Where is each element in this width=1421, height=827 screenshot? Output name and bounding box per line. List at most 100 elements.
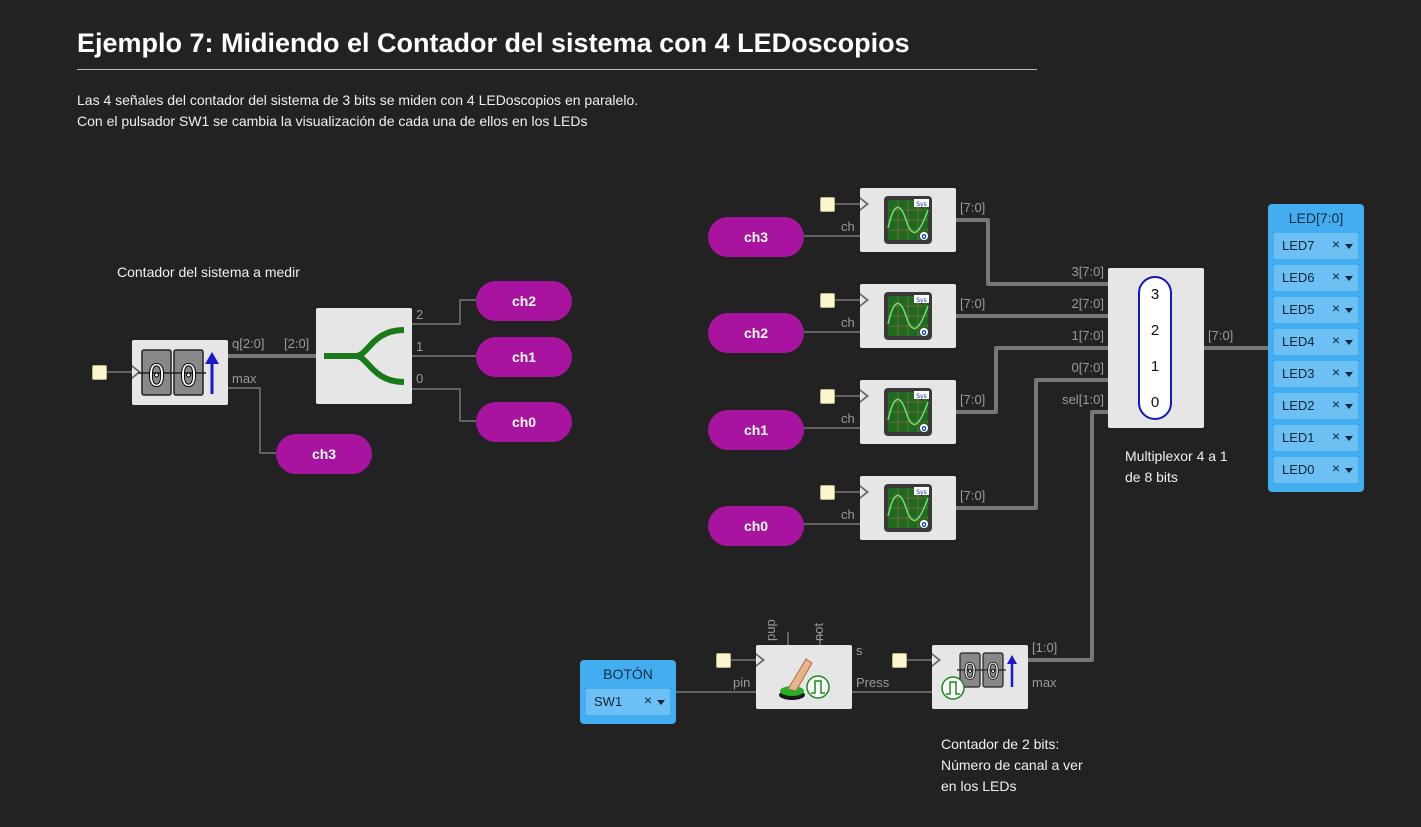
button-input-panel[interactable]: BOTÓN SW1× bbox=[580, 660, 676, 724]
led-item-label: LED0 bbox=[1282, 462, 1315, 477]
clock-constant-counter2[interactable] bbox=[892, 653, 907, 668]
clock-constant-sys[interactable] bbox=[92, 365, 107, 380]
channel-tag-ch0[interactable]: ch0 bbox=[476, 402, 572, 442]
label-max: max bbox=[232, 371, 257, 386]
wire-split-0[interactable] bbox=[412, 388, 476, 422]
system-counter-block[interactable]: 0 0 bbox=[132, 340, 228, 405]
remove-icon[interactable]: × bbox=[1331, 396, 1340, 412]
mux-input-0: 0 bbox=[1150, 394, 1160, 411]
remove-icon[interactable]: × bbox=[643, 692, 652, 708]
channel-tag-ch1[interactable]: ch1 bbox=[476, 337, 572, 377]
clock-input-icon bbox=[756, 653, 765, 667]
clock-constant-scope2[interactable] bbox=[820, 293, 835, 308]
label-split-2: 2 bbox=[416, 307, 423, 322]
wire-bus-0[interactable] bbox=[956, 378, 1108, 510]
remove-icon[interactable]: × bbox=[1331, 236, 1340, 252]
chevron-down-icon[interactable] bbox=[1345, 340, 1353, 345]
chevron-down-icon[interactable] bbox=[657, 700, 665, 705]
oscilloscope-icon: Sys 0 bbox=[884, 484, 932, 532]
multiplexer-block[interactable]: 3 2 1 0 bbox=[1108, 268, 1204, 428]
scope-value: 0 bbox=[922, 521, 927, 529]
ledoscope-block-ch2[interactable]: Sys 0 bbox=[860, 284, 956, 348]
channel-tag-ch0-scope[interactable]: ch0 bbox=[708, 506, 804, 546]
led-item-5[interactable]: LED5× bbox=[1274, 297, 1358, 323]
remove-icon[interactable]: × bbox=[1331, 300, 1340, 316]
counter-icon: 0 0 bbox=[941, 652, 1017, 700]
led-item-4[interactable]: LED4 × bbox=[1274, 329, 1358, 355]
wire-split-2[interactable] bbox=[412, 299, 476, 325]
counter-digit-0: 0 bbox=[986, 660, 999, 685]
chevron-down-icon[interactable] bbox=[1345, 308, 1353, 313]
wire-sel[interactable] bbox=[1028, 410, 1108, 662]
chevron-down-icon[interactable] bbox=[1345, 244, 1353, 249]
label-scope2-out: [7:0] bbox=[960, 296, 985, 311]
led-item-7[interactable]: LED7× bbox=[1274, 233, 1358, 259]
counter-digit-1: 0 bbox=[963, 660, 976, 685]
scope-badge: Sys bbox=[916, 201, 927, 208]
scope-badge: Sys bbox=[916, 393, 927, 400]
splitter-block[interactable] bbox=[316, 308, 412, 404]
channel-counter-block[interactable]: 0 0 bbox=[932, 645, 1028, 709]
ledoscope-block-ch1[interactable]: Sys 0 bbox=[860, 380, 956, 444]
wire-bus-1[interactable] bbox=[956, 346, 1108, 414]
led-item-0[interactable]: LED0 × bbox=[1274, 457, 1358, 483]
led-item-label: LED6 bbox=[1282, 270, 1315, 285]
label-cnt2-max: max bbox=[1032, 675, 1057, 690]
channel-tag-ch1-scope[interactable]: ch1 bbox=[708, 410, 804, 450]
oscilloscope-icon: Sys 0 bbox=[884, 388, 932, 436]
led-item-2[interactable]: LED2× bbox=[1274, 393, 1358, 419]
button-block[interactable] bbox=[756, 645, 852, 709]
clock-constant-scope3[interactable] bbox=[820, 197, 835, 212]
chevron-down-icon[interactable] bbox=[1345, 372, 1353, 377]
chevron-down-icon[interactable] bbox=[1345, 276, 1353, 281]
counter2-caption: Contador de 2 bits: Número de canal a ve… bbox=[941, 734, 1083, 797]
scope-badge: Sys bbox=[916, 297, 927, 304]
channel-tag-ch2[interactable]: ch2 bbox=[476, 281, 572, 321]
clock-constant-scope1[interactable] bbox=[820, 389, 835, 404]
wire-max[interactable] bbox=[228, 387, 276, 454]
remove-icon[interactable]: × bbox=[1331, 428, 1340, 444]
chevron-down-icon[interactable] bbox=[1345, 468, 1353, 473]
scope-value: 0 bbox=[922, 329, 927, 337]
mux-caption-line-1: Multiplexor 4 a 1 bbox=[1125, 448, 1228, 464]
label-cnt2-out: [1:0] bbox=[1032, 640, 1057, 655]
clock-constant-button[interactable] bbox=[716, 653, 731, 668]
label-mux-out: [7:0] bbox=[1208, 328, 1233, 343]
led-item-1[interactable]: LED1× bbox=[1274, 425, 1358, 451]
remove-icon[interactable]: × bbox=[1331, 364, 1340, 380]
push-button-icon bbox=[779, 658, 830, 700]
ledoscope-block-ch0[interactable]: Sys 0 bbox=[860, 476, 956, 540]
led-item-3[interactable]: LED3 × bbox=[1274, 361, 1358, 387]
label-split-0: 0 bbox=[416, 371, 423, 386]
label-scope3-ch: ch bbox=[841, 219, 855, 234]
channel-tag-ch3[interactable]: ch3 bbox=[276, 434, 372, 474]
splitter-icon bbox=[324, 327, 405, 385]
clock-constant-scope0[interactable] bbox=[820, 485, 835, 500]
button-panel-title: BOTÓN bbox=[603, 666, 653, 682]
chevron-down-icon[interactable] bbox=[1345, 404, 1353, 409]
label-press: Press bbox=[856, 675, 890, 690]
led-item-6[interactable]: LED6 × bbox=[1274, 265, 1358, 291]
led-output-panel[interactable]: LED[7:0] LED7× LED6× LED5× LED4× LED3× L… bbox=[1268, 204, 1364, 492]
mux-caption-line-2: de 8 bits bbox=[1125, 469, 1178, 485]
oscilloscope-icon: Sys 0 bbox=[884, 292, 932, 340]
led-item-label: LED4 bbox=[1282, 334, 1315, 349]
led-item-label: LED3 bbox=[1282, 366, 1315, 381]
channel-tag-ch2-scope[interactable]: ch2 bbox=[708, 313, 804, 353]
description: Las 4 señales del contador del sistema d… bbox=[77, 90, 638, 132]
scope-value: 0 bbox=[922, 425, 927, 433]
ledoscope-block-ch3[interactable]: Sys 0 bbox=[860, 188, 956, 252]
channel-tag-ch3-scope[interactable]: ch3 bbox=[708, 217, 804, 257]
remove-icon[interactable]: × bbox=[1331, 460, 1340, 476]
remove-icon[interactable]: × bbox=[1331, 332, 1340, 348]
label-mux-in-1: 1[7:0] bbox=[1071, 328, 1104, 343]
clock-input-icon bbox=[860, 293, 869, 307]
chevron-down-icon[interactable] bbox=[1345, 436, 1353, 441]
remove-icon[interactable]: × bbox=[1331, 268, 1340, 284]
wire-bus-3[interactable] bbox=[956, 218, 1108, 286]
button-item-sw1[interactable]: SW1× bbox=[586, 689, 670, 715]
mux-input-2: 2 bbox=[1150, 322, 1160, 339]
label-split-in: [2:0] bbox=[284, 336, 309, 351]
mux-input-1: 1 bbox=[1150, 358, 1160, 375]
